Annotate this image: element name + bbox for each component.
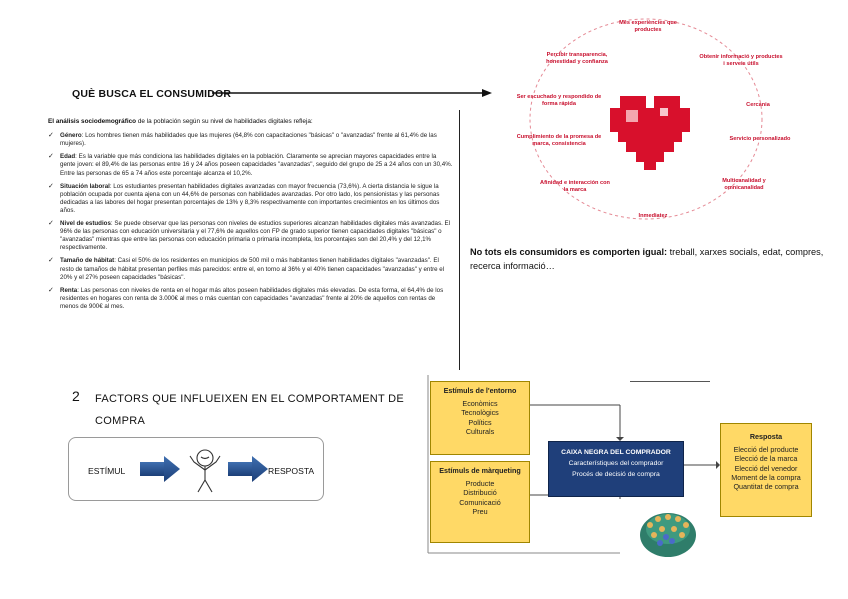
section-heading: QUÈ BUSCA EL CONSUMIDOR	[72, 88, 231, 100]
bullet-title: Situación laboral	[60, 183, 110, 190]
response-item: Elecció del venedor	[721, 464, 811, 473]
right-arrow-shape	[228, 456, 268, 482]
response-title: Resposta	[721, 432, 811, 441]
check-icon: ✓	[48, 287, 54, 295]
person-icon	[190, 450, 220, 492]
response-item: Elecció de la marca	[721, 454, 811, 463]
bullet-text: : Se puede observar que las personas con…	[60, 220, 450, 251]
wheel-label-bottom-left: Afinidad e interacción con la marca	[538, 180, 612, 193]
bullet-situacion-laboral: ✓ Situación laboral: Los estudiantes pre…	[48, 183, 453, 215]
document-intro: El análisis sociodemográfico de la pobla…	[48, 118, 453, 126]
blackbox-line-2: Procés de decisió de compra	[549, 469, 683, 480]
wheel-label-top: Més experiències que productes	[612, 20, 684, 33]
section-title-line-2: compra	[95, 410, 425, 432]
bullet-tamano-habitat: ✓ Tamaño de hábitat: Casi el 50% de los …	[48, 257, 453, 281]
wheel-label-right-1: Cercania	[738, 102, 778, 109]
section-title-line-1: Factors que influeixen en el comportamen…	[95, 388, 425, 410]
blackbox-title: CAIXA NEGRA DEL COMPRADOR	[549, 447, 683, 458]
check-icon: ✓	[48, 220, 54, 228]
bullet-title: Nivel de estudios	[60, 220, 111, 227]
pixel-heart-icon	[610, 96, 690, 170]
bullet-title: Edad	[60, 153, 75, 160]
entorn-stimuli-box: Estímuls de l'entorno Econòmics Tecnològ…	[430, 381, 530, 455]
bullet-text: : Los hombres tienen más habilidades que…	[60, 132, 437, 147]
check-icon: ✓	[48, 183, 54, 191]
marketing-item: Producte	[431, 479, 529, 488]
caption-bold: No tots els consumidors es comporten igu…	[470, 247, 667, 257]
response-item: Moment de la compra	[721, 473, 811, 482]
buyer-blackbox: CAIXA NEGRA DEL COMPRADOR Característiqu…	[548, 441, 684, 497]
bullet-text: : Los estudiantes presentan habilidades …	[60, 183, 439, 214]
response-box: Resposta Elecció del producte Elecció de…	[720, 423, 812, 517]
entorn-title: Estímuls de l'entorno	[431, 386, 529, 395]
wheel-caption: No tots els consumidors es comporten igu…	[470, 245, 830, 273]
marketing-stimuli-box: Estímuls de màrqueting Producte Distribu…	[430, 461, 530, 543]
section-title: Factors que influeixen en el comportamen…	[95, 388, 425, 432]
blackbox-line-1: Característiques del comprador	[549, 458, 683, 469]
marketing-item: Preu	[431, 507, 529, 516]
bullet-title: Renta	[60, 287, 77, 294]
intro-text: de la población según su nivel de habili…	[136, 118, 313, 125]
estimul-label: ESTÍMUL	[88, 466, 125, 476]
wheel-label-bottom: Inmediatez	[628, 213, 678, 220]
bullet-nivel-estudios: ✓ Nivel de estudios: Se puede observar q…	[48, 220, 453, 252]
right-arrow-icon	[212, 86, 492, 100]
entorn-item: Tecnològics	[431, 408, 529, 417]
bullet-text: : Las personas con niveles de renta en e…	[60, 287, 443, 310]
wheel-label-top-left: Percibir transparencia, honestidad y con…	[534, 52, 620, 65]
bullet-text: : Es la variable que más condiciona las …	[60, 153, 452, 176]
left-arrow-shape	[140, 456, 180, 482]
response-item: Elecció del producte	[721, 445, 811, 454]
entorn-item: Polítics	[431, 418, 529, 427]
intro-bold: El análisis sociodemográfico	[48, 118, 136, 125]
sociodemographic-document: El análisis sociodemográfico de la pobla…	[48, 110, 460, 370]
bullet-renta: ✓ Renta: Las personas con niveles de ren…	[48, 287, 453, 311]
response-item: Quantitat de compra	[721, 482, 811, 491]
bullet-genero: ✓ Género: Los hombres tienen más habilid…	[48, 132, 453, 148]
stimulus-person-arrows	[140, 444, 270, 496]
bullet-text: : Casi el 50% de los residentes en munic…	[60, 257, 444, 280]
resposta-label: RESPOSTA	[268, 466, 314, 476]
entorn-item: Econòmics	[431, 399, 529, 408]
check-icon: ✓	[48, 257, 54, 265]
entorn-item: Culturals	[431, 427, 529, 436]
wheel-label-right-2: Servicio personalizado	[718, 136, 802, 143]
bullet-title: Género	[60, 132, 82, 139]
consumer-needs-wheel	[500, 8, 790, 230]
wheel-label-left-1: Ser escuchado y respondido de forma rápi…	[516, 94, 602, 107]
wheel-label-bottom-right: Multicanalidad y omnicanalidad	[704, 178, 784, 191]
marketing-item: Distribució	[431, 488, 529, 497]
marketing-item: Comunicació	[431, 498, 529, 507]
crowd-globe-icon	[636, 505, 700, 557]
check-icon: ✓	[48, 153, 54, 161]
bullet-title: Tamaño de hábitat	[60, 257, 114, 264]
section-number: 2	[72, 388, 80, 404]
marketing-title: Estímuls de màrqueting	[431, 466, 529, 475]
wheel-label-top-right: Obtenir informació y productes i serveis…	[698, 54, 784, 67]
check-icon: ✓	[48, 132, 54, 140]
wheel-label-left-2: Cumplimiento de la promesa de marca, con…	[516, 134, 602, 147]
bullet-edad: ✓ Edad: Es la variable que más condicion…	[48, 153, 453, 177]
